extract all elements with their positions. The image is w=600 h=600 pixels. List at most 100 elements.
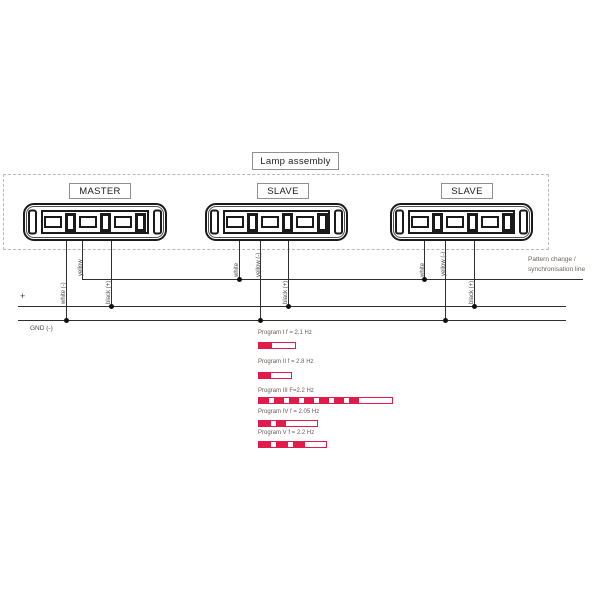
wire-label-master-black: black (+) xyxy=(106,280,112,304)
pattern-segment-red xyxy=(274,398,284,403)
pattern-segment-white xyxy=(344,398,349,403)
pattern-segment-white xyxy=(288,442,293,447)
wire-label-slave-1-white: white xyxy=(234,262,240,277)
program-label-5: Program V f = 2.2 Hz xyxy=(258,430,315,436)
unit-label-slave-1: SLAVE xyxy=(267,185,299,197)
program-label-2: Program II f = 2.8 Hz xyxy=(258,359,314,365)
pattern-segment-white xyxy=(269,398,274,403)
pattern-segment-red xyxy=(349,398,359,403)
junction-dot-slave-1-yellow xyxy=(258,318,263,323)
lamp-endcap-right xyxy=(334,209,343,235)
unit-label-box-slave-1: SLAVE xyxy=(257,183,309,199)
assembly-boundary xyxy=(3,174,549,250)
led-module xyxy=(100,212,111,232)
pattern-segment-white xyxy=(271,373,291,378)
lamp-unit-slave-1 xyxy=(205,203,348,241)
pattern-segment-white xyxy=(286,421,317,426)
pattern-segment-red xyxy=(319,398,329,403)
program-pattern-bar-2 xyxy=(258,372,292,379)
pattern-segment-red xyxy=(259,398,269,403)
lamp-endcap-left xyxy=(28,209,37,235)
lamp-lens-row xyxy=(223,210,330,234)
program-pattern-bar-4 xyxy=(258,420,318,427)
program-pattern-bar-3 xyxy=(258,397,393,404)
lamp-lens-row xyxy=(41,210,149,234)
pattern-segment-red xyxy=(276,421,286,426)
lamp-housing xyxy=(26,206,164,238)
lamp-unit-slave-2 xyxy=(390,203,533,241)
wire-label-slave-2-white: white xyxy=(420,262,426,277)
junction-dot-slave-2-white xyxy=(422,277,427,282)
lens-segment xyxy=(445,216,464,228)
wire-label-master-white: white (-) xyxy=(61,282,67,304)
junction-dot-slave-1-black xyxy=(286,304,291,309)
pattern-segment-white xyxy=(271,442,276,447)
lamp-housing xyxy=(208,206,345,238)
sync-line xyxy=(82,279,583,280)
unit-label-box-master: MASTER xyxy=(69,183,131,199)
led-module xyxy=(281,212,293,232)
unit-label-slave-2: SLAVE xyxy=(451,185,483,197)
wire-slave-2-yellow xyxy=(445,241,446,321)
junction-dot-slave-2-black xyxy=(472,304,477,309)
plus-line xyxy=(18,306,566,307)
lamp-unit-master xyxy=(23,203,167,241)
program-label-1: Program I f = 2.1 Hz xyxy=(258,330,312,336)
pattern-segment-white xyxy=(284,398,289,403)
lamp-lens-row xyxy=(408,210,515,234)
pattern-segment-red xyxy=(259,442,271,447)
lens-segment xyxy=(225,216,244,228)
led-module xyxy=(246,212,258,232)
gnd-line-label: GND (-) xyxy=(30,325,53,332)
wire-slave-1-white xyxy=(239,241,240,280)
lens-segment xyxy=(480,216,499,228)
pattern-segment-red xyxy=(259,373,271,378)
pattern-segment-red xyxy=(259,343,272,348)
sync-line-label-1: Pattern change / xyxy=(528,256,576,263)
junction-dot-slave-1-white xyxy=(237,277,242,282)
plus-line-label: + xyxy=(20,291,26,301)
pattern-segment-white xyxy=(299,398,304,403)
wire-master-white xyxy=(66,241,67,321)
program-label-3: Program III F=2.2 Hz xyxy=(258,388,314,394)
lamp-endcap-right xyxy=(153,209,162,235)
program-pattern-bar-5 xyxy=(258,441,327,448)
wire-label-slave-1-black: black (+) xyxy=(283,280,289,304)
program-label-4: Program IV f = 2.05 Hz xyxy=(258,409,320,415)
pattern-segment-red xyxy=(289,398,299,403)
led-module xyxy=(431,212,443,232)
unit-label-box-slave-2: SLAVE xyxy=(441,183,493,199)
wire-master-yellow xyxy=(82,241,83,280)
sync-line-label-2: synchronisation line xyxy=(528,266,586,273)
led-module xyxy=(466,212,478,232)
wire-master-black xyxy=(111,241,112,307)
lens-segment xyxy=(260,216,279,228)
lamp-endcap-right xyxy=(519,209,528,235)
gnd-line xyxy=(18,320,566,321)
wire-slave-1-yellow xyxy=(260,241,261,321)
led-module xyxy=(135,212,146,232)
led-module xyxy=(65,212,76,232)
wire-slave-2-white xyxy=(424,241,425,280)
pattern-segment-white xyxy=(305,442,326,447)
lens-segment xyxy=(79,216,97,228)
lamp-housing xyxy=(393,206,530,238)
wire-label-slave-1-yellow: yellow (-) xyxy=(256,252,262,277)
led-module xyxy=(501,212,513,232)
pattern-segment-red xyxy=(259,421,271,426)
pattern-segment-white xyxy=(271,421,276,426)
pattern-segment-white xyxy=(314,398,319,403)
led-module xyxy=(316,212,328,232)
lamp-assembly-title: Lamp assembly xyxy=(260,155,331,167)
lens-segment xyxy=(114,216,132,228)
unit-label-master: MASTER xyxy=(79,185,121,197)
pattern-segment-red xyxy=(334,398,344,403)
pattern-segment-red xyxy=(304,398,314,403)
pattern-segment-white xyxy=(359,398,392,403)
junction-dot-master-white xyxy=(64,318,69,323)
lamp-endcap-left xyxy=(210,209,219,235)
lamp-assembly-title-box: Lamp assembly xyxy=(252,152,339,170)
wire-slave-2-black xyxy=(474,241,475,307)
pattern-segment-red xyxy=(276,442,288,447)
